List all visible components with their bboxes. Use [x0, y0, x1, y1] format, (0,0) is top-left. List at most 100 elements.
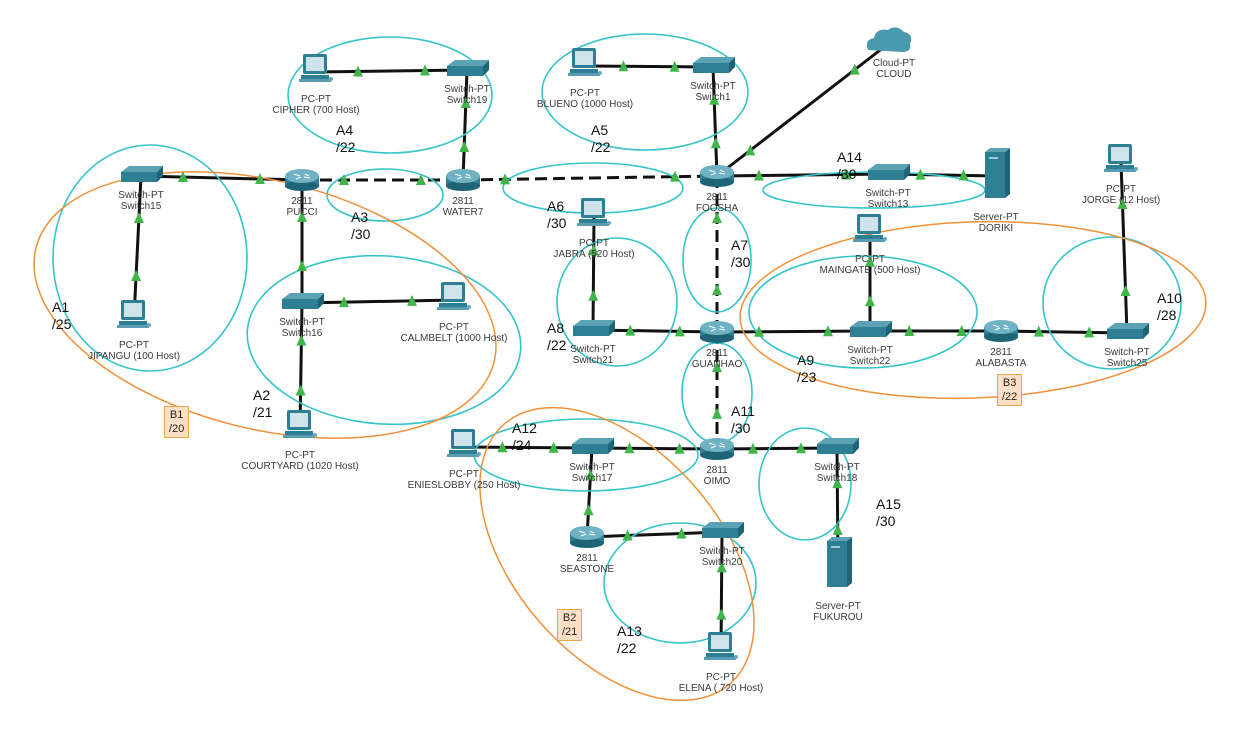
link-switch16-courtyard[interactable]	[298, 302, 304, 429]
port-status-up-icon	[832, 523, 843, 535]
subnet-ellipse-a3	[326, 168, 444, 222]
pc-icon[interactable]	[117, 300, 151, 328]
switch-icon[interactable]	[121, 166, 163, 182]
subnet-name: A1	[52, 299, 70, 315]
subnet-label-a10: A10/28	[1157, 290, 1182, 324]
pc-icon[interactable]	[1104, 144, 1138, 172]
pc-icon[interactable]	[437, 282, 471, 310]
switch-icon[interactable]	[1107, 323, 1149, 339]
pc-icon[interactable]	[299, 54, 333, 82]
subnet-label-a2: A2/21	[253, 387, 272, 421]
block-prefix: /22	[1002, 391, 1018, 403]
link-guanhao-switch22[interactable]	[716, 329, 871, 334]
switch-icon[interactable]	[850, 321, 892, 337]
device-name: MAINGATE (500 Host)	[819, 265, 921, 276]
port-status-up-icon	[460, 97, 471, 108]
port-status-up-icon	[712, 407, 722, 419]
switch-icon[interactable]	[447, 60, 489, 76]
link-seastone-switch20[interactable]	[586, 530, 723, 539]
router-icon[interactable]	[700, 438, 734, 460]
router-icon[interactable]	[570, 526, 604, 548]
device-model: Server-PT	[815, 601, 861, 612]
port-status-up-icon	[849, 63, 860, 75]
link-switch20-elena[interactable]	[719, 531, 724, 651]
device-name: PUCCI	[286, 207, 318, 218]
device-name: Switch16	[281, 328, 323, 339]
router-icon[interactable]	[700, 321, 734, 343]
switch-icon[interactable]	[868, 164, 910, 180]
device-model: Switch-PT	[569, 462, 615, 473]
port-status-up-icon	[416, 174, 426, 185]
switch-icon[interactable]	[817, 438, 859, 454]
block-label-b1: B1/20	[164, 406, 190, 438]
device-name: Switch15	[120, 201, 162, 212]
pc-icon[interactable]	[283, 410, 317, 438]
link-jorge-switch25[interactable]	[1119, 161, 1129, 334]
link-switch15-jipangu[interactable]	[132, 175, 143, 319]
device-name: FUKUROU	[813, 612, 863, 623]
device-model: PC-PT	[570, 88, 600, 99]
subnet-name: A4	[336, 122, 354, 138]
subnet-label-a3: A3/30	[351, 209, 370, 243]
switch-icon[interactable]	[693, 57, 735, 73]
link-switch16-calmbelt[interactable]	[301, 298, 455, 305]
device-name: CLOUD	[876, 69, 912, 80]
port-status-up-icon	[625, 324, 636, 336]
link-switch1-foosha[interactable]	[711, 66, 719, 177]
device-model: Switch-PT	[690, 81, 736, 92]
port-status-up-icon	[588, 289, 599, 301]
server-icon[interactable]	[985, 148, 1010, 198]
link-cipher-switch19[interactable]	[315, 68, 468, 74]
subnet-ellipse-a4	[287, 36, 493, 154]
link-blueno-switch1[interactable]	[584, 64, 714, 69]
device-model: Switch-PT	[279, 317, 325, 328]
device-name: Switch25	[1106, 358, 1148, 369]
port-status-up-icon	[745, 144, 756, 156]
subnet-prefix: /22	[336, 139, 356, 155]
pc-icon[interactable]	[447, 429, 481, 457]
switch-icon[interactable]	[573, 320, 615, 336]
subnet-name: A13	[617, 623, 642, 639]
port-status-up-icon	[674, 325, 685, 337]
router-icon[interactable]	[446, 169, 480, 191]
router-icon[interactable]	[700, 165, 734, 187]
port-status-up-icon	[177, 171, 188, 183]
switch-icon[interactable]	[282, 293, 324, 309]
link-foosha-cloud[interactable]	[716, 42, 889, 178]
link-switch17-seastone[interactable]	[585, 447, 594, 538]
router-icon[interactable]	[285, 169, 319, 191]
device-model: PC-PT	[449, 469, 479, 480]
server-icon[interactable]	[827, 537, 852, 587]
router-icon[interactable]	[984, 320, 1018, 342]
subnet-prefix: /30	[837, 166, 857, 182]
pc-icon[interactable]	[568, 48, 602, 76]
link-switch15-pucci[interactable]	[140, 174, 303, 182]
port-status-up-icon	[497, 441, 508, 453]
device-model: Switch-PT	[1104, 347, 1150, 358]
pc-icon[interactable]	[704, 632, 738, 660]
link-switch19-water7[interactable]	[461, 69, 469, 181]
port-status-up-icon	[420, 64, 431, 76]
cloud-icon[interactable]	[866, 27, 912, 52]
port-status-up-icon	[716, 608, 727, 620]
link-alabasta-switch25[interactable]	[1000, 329, 1128, 335]
port-status-up-icon	[956, 325, 967, 336]
subnet-ellipse-a13	[603, 522, 757, 644]
device-name: JORGE (12 Host)	[1081, 195, 1161, 206]
link-foosha-switch13[interactable]	[716, 172, 889, 178]
switch-icon[interactable]	[572, 438, 614, 454]
pc-icon[interactable]	[853, 214, 887, 242]
pc-icon[interactable]	[577, 198, 611, 226]
link-jabra-switch21[interactable]	[591, 215, 596, 331]
switch-icon[interactable]	[702, 522, 744, 538]
device-model: Switch-PT	[699, 546, 745, 557]
port-status-up-icon	[131, 270, 142, 282]
link-enieslobby-switch17[interactable]	[463, 445, 593, 450]
